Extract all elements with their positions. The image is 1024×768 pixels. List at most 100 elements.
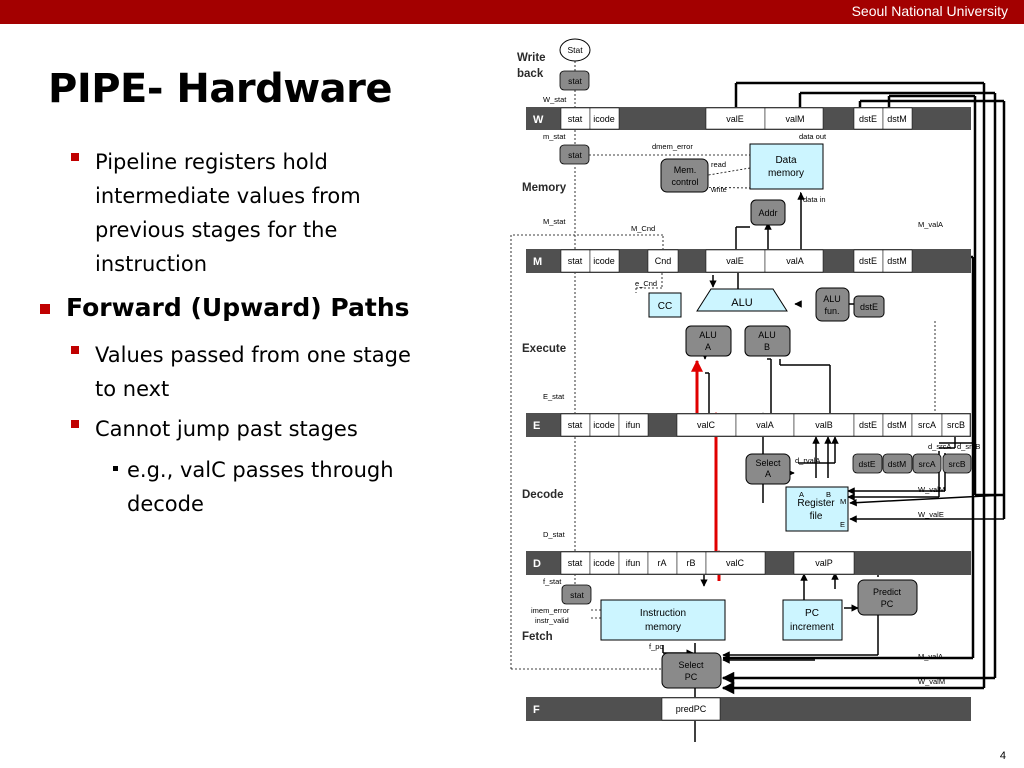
field-icode: icode <box>593 114 615 124</box>
addr-label: Addr <box>758 208 777 218</box>
bullet-values-passed: Values passed from one stage to next <box>95 338 411 406</box>
stat-box-fetch <box>561 584 592 605</box>
mem-control-label: control <box>671 177 698 187</box>
signal-f-stat: f_stat <box>543 577 562 586</box>
bullet-cannot-jump: Cannot jump past stages <box>95 417 358 441</box>
register-label: D <box>533 558 541 570</box>
bullet-line: e.g., valC passes through <box>127 458 394 482</box>
stage-writeback-label: back <box>517 68 544 80</box>
bullet-line: Values passed from one stage <box>95 343 411 367</box>
decode-srca-label: srcA <box>919 459 936 469</box>
signal-w-stat: W_stat <box>543 95 567 104</box>
select-pc-label: PC <box>685 672 698 682</box>
field-icode: icode <box>593 420 615 430</box>
dste-exec-unit <box>853 295 885 318</box>
mem-control-label: Mem. <box>674 165 697 175</box>
field-ifun: ifun <box>626 420 641 430</box>
signal-d-srcb: d_srcB <box>957 442 980 451</box>
alu-b-label: ALU <box>758 330 776 340</box>
field-dste: dstE <box>859 114 877 124</box>
select-pc-unit <box>661 652 722 689</box>
alu-a-label: ALU <box>699 330 717 340</box>
alu-a-unit <box>685 325 732 357</box>
pipeline-register-f: F predPC <box>526 697 971 721</box>
register-label: W <box>533 114 544 126</box>
register-file-label: file <box>810 511 823 522</box>
register-label: M <box>533 256 542 268</box>
data-memory-label: Data <box>775 155 797 166</box>
stat-box-label: stat <box>568 150 582 160</box>
pc-increment-label: increment <box>790 622 834 633</box>
header-bar: Seoul National University <box>0 0 1024 24</box>
data-memory-unit <box>749 143 824 190</box>
bullet-marker <box>71 346 79 354</box>
signal-data-out: data out <box>799 132 827 141</box>
data-memory-label: memory <box>768 168 804 179</box>
field-srca: srcA <box>918 420 936 430</box>
decode-dstm-box <box>882 453 913 474</box>
decode-srca-box <box>912 453 942 474</box>
field-dstm: dstM <box>887 420 907 430</box>
addr-unit <box>750 199 786 226</box>
field-dstm: dstM <box>887 114 907 124</box>
signal-d-srca: d_srcA <box>928 442 951 451</box>
field-predpc: predPC <box>676 704 707 714</box>
page-title: PIPE- Hardware <box>48 66 393 112</box>
signal-w-valm-fetch: W_valM <box>918 677 945 686</box>
signal-f-pc: f_pc <box>649 642 663 651</box>
field-vale: valE <box>726 114 744 124</box>
regfile-port-m: M <box>840 497 846 506</box>
field-stat: stat <box>568 420 583 430</box>
signal-m-vala: M_valA <box>918 220 943 229</box>
select-a-label: A <box>765 469 771 479</box>
stat-circle <box>559 38 591 62</box>
stage-decode-label: Decode <box>522 489 564 501</box>
bullet-valc-example: e.g., valC passes through decode <box>127 453 394 521</box>
predict-pc-label: PC <box>881 599 894 609</box>
field-valb: valB <box>815 420 833 430</box>
signal-imem-error: imem_error <box>531 606 570 615</box>
alu-fun-label: ALU <box>823 294 841 304</box>
decode-dste-box <box>852 453 883 474</box>
register-file-unit <box>785 486 849 532</box>
field-rb: rB <box>687 558 696 568</box>
field-valc: valC <box>726 558 745 568</box>
field-stat: stat <box>568 256 583 266</box>
signal-m-vala-fetch: M_valA <box>918 652 943 661</box>
signal-data-in: data in <box>803 195 826 204</box>
instruction-memory-label: memory <box>645 622 681 633</box>
signal-m-stat: m_stat <box>543 132 566 141</box>
bullet-line: instruction <box>95 252 208 276</box>
pipeline-register-e: E stat icode ifun valC valA valB dstE ds… <box>526 413 971 437</box>
select-a-unit <box>745 453 791 485</box>
pipeline-register-d: D stat icode ifun rA rB valC valP <box>526 551 971 575</box>
bullet-marker <box>71 420 79 428</box>
pipeline-register-m: M stat icode Cnd valE valA dstE dstM <box>526 249 971 273</box>
alu-a-label: A <box>705 342 711 352</box>
field-cnd: Cnd <box>655 256 672 266</box>
field-vala: valA <box>786 256 804 266</box>
bullet-line: previous stages for the <box>95 218 338 242</box>
register-label: E <box>533 420 540 432</box>
field-dste: dstE <box>859 256 877 266</box>
alu-unit <box>696 288 788 312</box>
decode-srcb-label: srcB <box>949 459 966 469</box>
stage-execute-label: Execute <box>522 343 566 355</box>
bullet-line: decode <box>127 492 204 516</box>
signal-w-vale: W_valE <box>918 510 944 519</box>
predict-pc-label: Predict <box>873 587 902 597</box>
signal-e-stat: E_stat <box>543 392 565 401</box>
stage-memory-label: Memory <box>522 182 567 194</box>
bullet-marker <box>71 153 79 161</box>
field-stat: stat <box>568 558 583 568</box>
instruction-memory-label: Instruction <box>640 608 686 619</box>
signal-e-cnd: e_Cnd <box>635 279 657 288</box>
regfile-port-e: E <box>840 520 845 529</box>
bullet-line: Pipeline registers hold <box>95 150 328 174</box>
field-vala: valA <box>756 420 774 430</box>
bullet-pipeline-registers: Pipeline registers hold intermediate val… <box>95 145 361 281</box>
bullet-forward-paths: Forward (Upward) Paths <box>66 293 410 322</box>
instruction-memory-unit <box>600 599 726 641</box>
alu-label: ALU <box>731 297 752 309</box>
field-valm: valM <box>785 114 804 124</box>
